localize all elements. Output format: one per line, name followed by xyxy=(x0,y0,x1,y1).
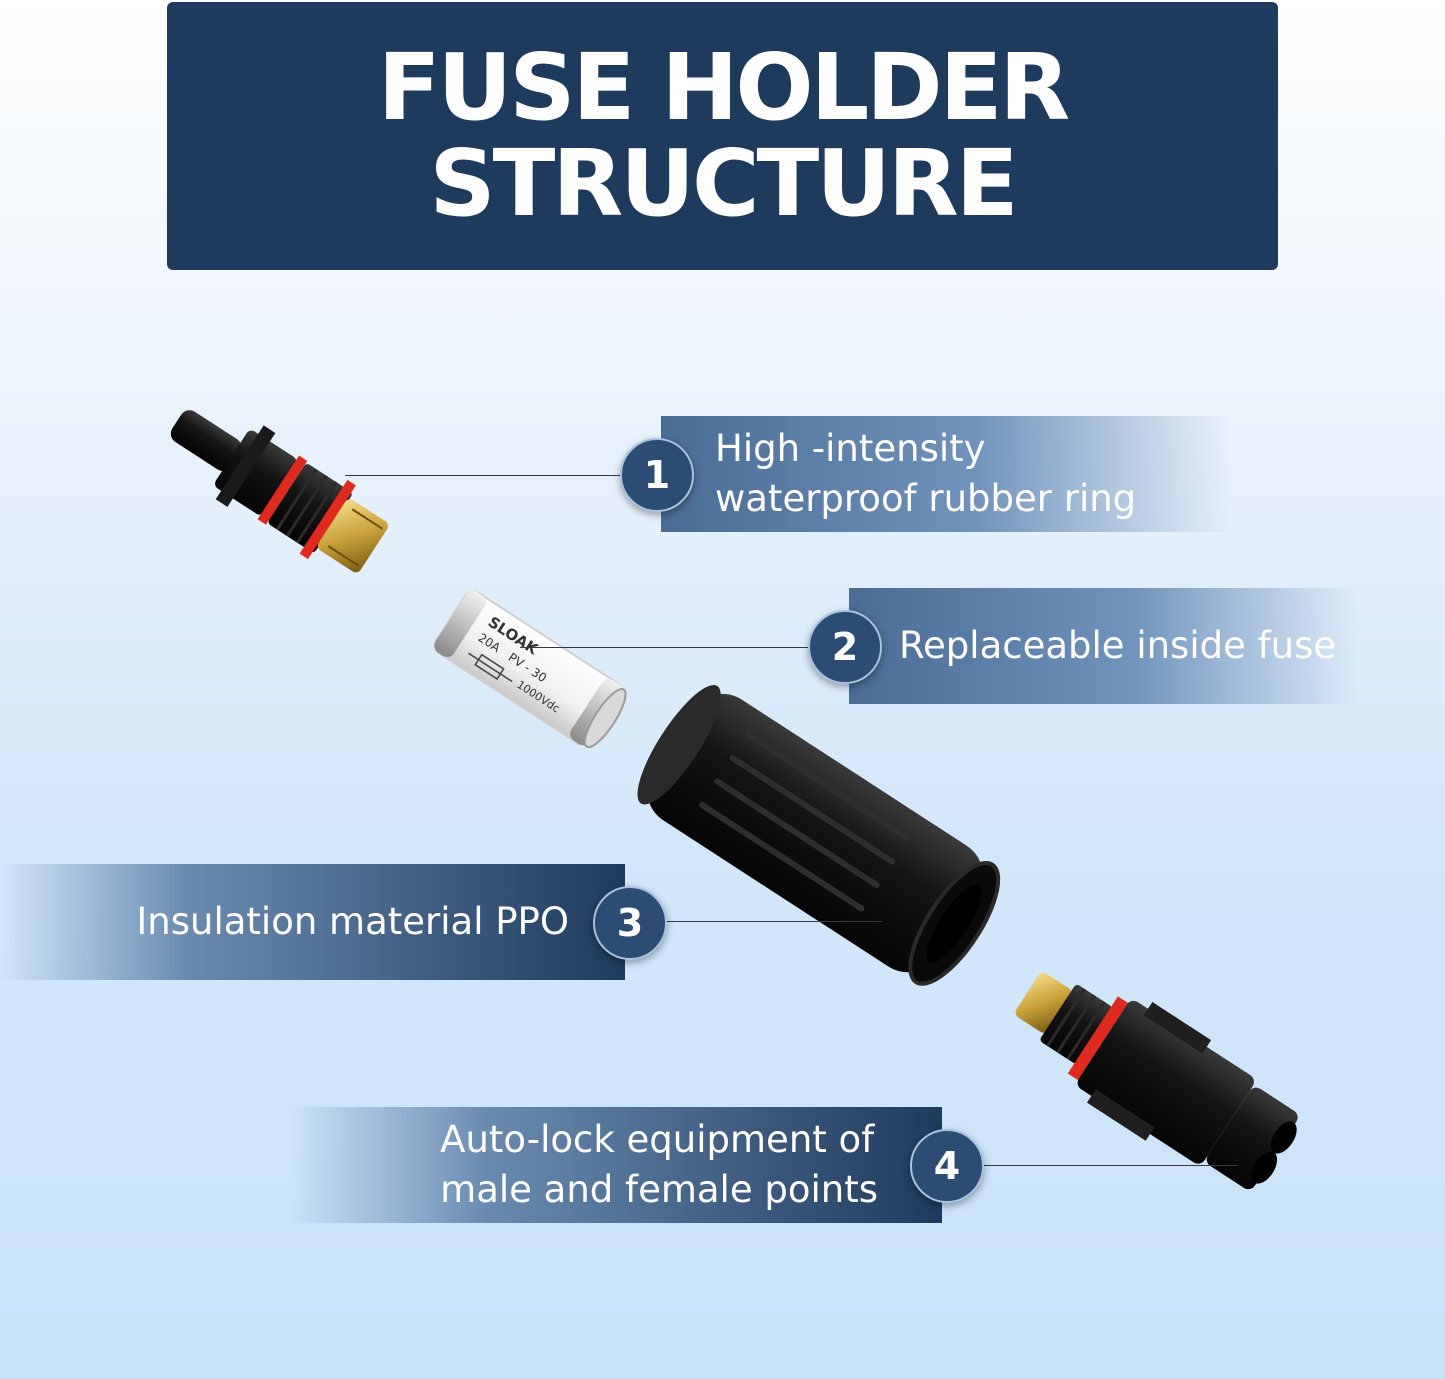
callout-3-badge: 3 xyxy=(593,886,667,960)
brass-contact-2 xyxy=(1015,972,1072,1033)
callout-1-band: High -intensity waterproof rubber ring xyxy=(661,416,1231,532)
title-banner: FUSE HOLDER STRUCTURE xyxy=(167,2,1278,270)
callout-3-band: Insulation material PPO xyxy=(0,864,625,980)
callout-2-band: Replaceable inside fuse xyxy=(849,588,1359,704)
male-connector xyxy=(170,410,388,573)
callout-4-band: Auto-lock equipment of male and female p… xyxy=(290,1107,942,1223)
seal-ring-3 xyxy=(1067,996,1128,1081)
callout-4-badge: 4 xyxy=(910,1129,984,1203)
callout-4-line-2: male and female points xyxy=(440,1168,878,1211)
callout-4-line-1: Auto-lock equipment of xyxy=(440,1118,875,1161)
title-line-1: FUSE HOLDER xyxy=(377,34,1071,141)
leader-line-2 xyxy=(520,647,812,648)
seal-ring-1 xyxy=(257,455,308,525)
seal-ring-2 xyxy=(299,479,356,560)
brass-contact-1 xyxy=(317,499,388,573)
callout-3-line-1: Insulation material PPO xyxy=(136,900,569,943)
callout-1-badge: 1 xyxy=(620,438,694,512)
callout-1-line-1: High -intensity xyxy=(715,427,986,470)
fuse: SLOAK 20A PV - 30 1000Vdc xyxy=(434,590,627,749)
leader-line-4 xyxy=(982,1165,1237,1166)
leader-line-3 xyxy=(662,921,882,922)
callout-2-badge: 2 xyxy=(808,610,882,684)
callout-1-line-2: waterproof rubber ring xyxy=(715,477,1137,520)
female-connector xyxy=(1015,972,1298,1190)
leader-line-1 xyxy=(345,475,625,476)
callout-2-line-1: Replaceable inside fuse xyxy=(899,624,1337,667)
insulation-sleeve xyxy=(637,685,1001,986)
title-line-2: STRUCTURE xyxy=(429,130,1018,237)
